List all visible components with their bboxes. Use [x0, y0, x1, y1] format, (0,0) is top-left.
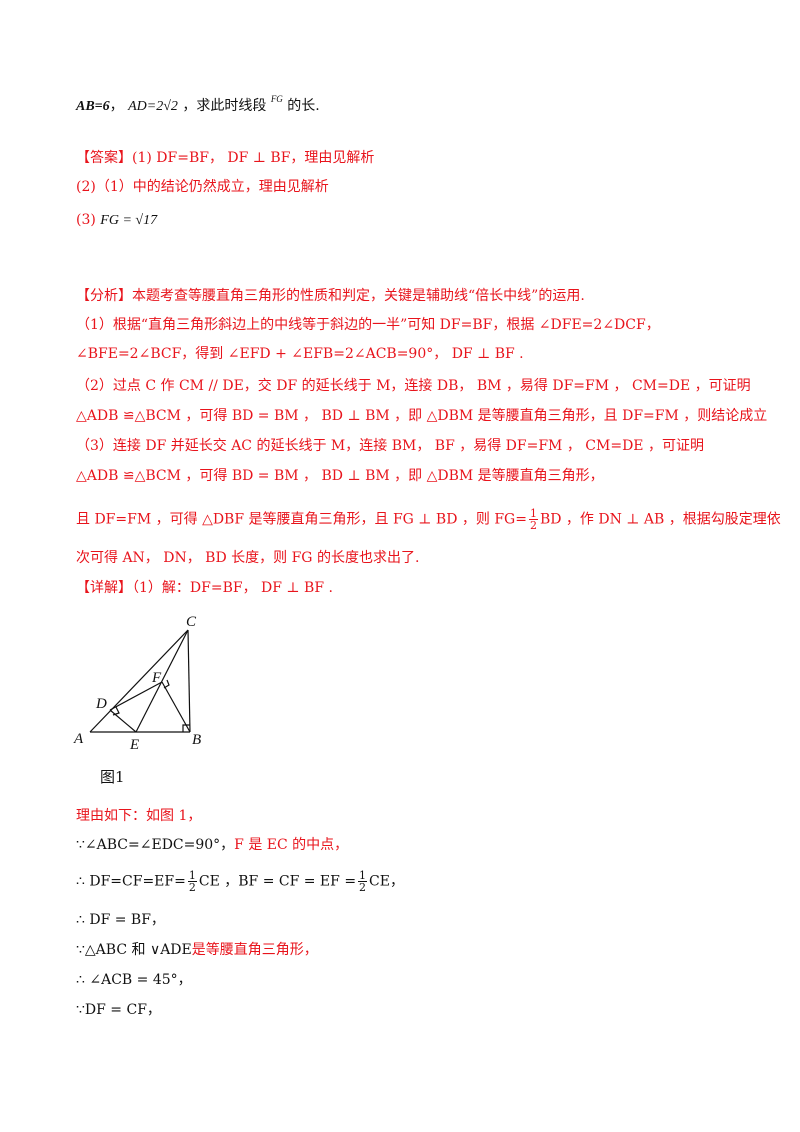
details-text: （1）解：DF=BF， DF ⊥ BF .	[132, 580, 333, 596]
analysis-line-7-end: BD ，作 DN ⊥ AB ，根据勾股定理依	[539, 511, 781, 528]
ad-value: AD=2√2	[128, 99, 178, 114]
analysis-line-6: △ADB ≌△BCM ，可得 BD = BM ， BD ⊥ BM ，即 △DBM…	[76, 468, 604, 484]
answer-tag: 【答案】	[76, 150, 132, 166]
analysis-line-4: △ADB ≌△BCM ，可得 BD = BM ， BD ⊥ BM ，即 △DBM…	[76, 408, 768, 424]
segment-df	[109, 681, 163, 711]
problem-line: AB=6， AD=2√2 ，求此时线段 FG 的长.	[76, 94, 320, 114]
reason-5: ∵△ABC 和 ∨ADE是等腰直角三角形，	[76, 940, 318, 960]
analysis-line-2: ∠BFE=2∠BCF，得到 ∠EFD + ∠EFB=2∠ACB=90°， DF …	[76, 346, 524, 362]
segment-bc	[187, 629, 191, 733]
geometry-figure: A B C D E F	[70, 610, 230, 755]
frac-num-2: 1	[187, 869, 197, 882]
label-e: E	[129, 737, 139, 753]
ab-value: AB=6	[76, 99, 110, 114]
answer-2: (2)（1）中的结论仍然成立，理由见解析	[76, 179, 329, 195]
reason-3-c: CE，	[369, 873, 404, 890]
analysis-line-7-start: 且 DF=FM ，可得 △DBF 是等腰直角三角形，且 FG ⊥ BD ，则 F…	[76, 511, 527, 528]
answer-1: 【答案】(1) DF=BF， DF ⊥ BF，理由见解析	[76, 148, 374, 168]
analysis-line-5: （3）连接 DF 并延长交 AC 的延长线于 M，连接 BM， BF ，易得 D…	[76, 438, 704, 454]
reason-intro: 理由如下：如图 1，	[76, 808, 202, 824]
analysis-tag: 【分析】	[76, 288, 132, 304]
figure-svg: A B C D E F	[73, 614, 201, 753]
analysis-line-7: 且 DF=FM ，可得 △DBF 是等腰直角三角形，且 FG ⊥ BD ，则 F…	[76, 508, 781, 531]
analysis-line-1: （1）根据“直角三角形斜边上的中线等于斜边的一半”可知 DF=BF，根据 ∠DF…	[76, 317, 660, 333]
reason-2: ∵∠ABC=∠EDC=90°，F 是 EC 的中点，	[76, 835, 348, 855]
analysis-line-3: （2）过点 C 作 CM // DE，交 DF 的延长线于 M，连接 DB， B…	[76, 378, 751, 394]
reason-5-given: ∵△ABC 和 ∨ADE	[76, 942, 192, 958]
reason-4: ∴ DF = BF，	[76, 912, 165, 928]
frac-num: 1	[528, 507, 538, 520]
problem-end: 的长.	[287, 98, 320, 114]
reason-3-b: CE ，BF = CF = EF =	[198, 873, 357, 890]
analysis-header: 【分析】本题考查等腰直角三角形的性质和判定，关键是辅助线“倍长中线”的运用.	[76, 286, 585, 306]
segment-ac	[89, 629, 189, 733]
problem-text: ，求此时线段	[182, 98, 267, 114]
reason-2-midpoint: F 是 EC 的中点，	[234, 837, 349, 853]
label-f: F	[151, 670, 162, 686]
right-angle-f	[163, 679, 170, 689]
reason-2-given: ∵∠ABC=∠EDC=90°，	[76, 837, 235, 853]
label-d: D	[95, 696, 107, 712]
answer-1-text: (1) DF=BF， DF ⊥ BF，理由见解析	[132, 150, 375, 166]
label-a: A	[73, 731, 84, 747]
segment-fb	[161, 681, 191, 733]
right-angle-d	[112, 706, 120, 716]
frac-den-3: 2	[359, 881, 367, 894]
answer-3-formula: FG = √17	[100, 213, 158, 228]
reason-7: ∵DF = CF，	[76, 1002, 161, 1018]
details-tag: 【详解】	[76, 580, 132, 596]
reason-5-conclusion: 是等腰直角三角形，	[191, 942, 318, 958]
reason-6: ∴ ∠ACB = 45°，	[76, 972, 192, 988]
reason-3-a: ∴ DF=CF=EF=	[76, 873, 186, 890]
analysis-summary: 本题考查等腰直角三角形的性质和判定，关键是辅助线“倍长中线”的运用.	[132, 288, 585, 304]
analysis-line-8: 次可得 AN， DN， BD 长度，则 FG 的长度也求出了.	[76, 550, 420, 566]
answer-3: (3) FG = √17	[76, 210, 157, 231]
frac-den: 2	[529, 519, 537, 532]
label-b: B	[192, 732, 201, 748]
segment-ec	[135, 629, 189, 733]
right-angle-b	[182, 724, 190, 732]
fg-label: FG	[270, 94, 283, 104]
details-header: 【详解】（1）解：DF=BF， DF ⊥ BF .	[76, 578, 333, 598]
figure-caption: 图1	[100, 768, 125, 786]
frac-num-3: 1	[358, 869, 368, 882]
frac-den-2: 2	[188, 881, 196, 894]
label-c: C	[186, 614, 197, 630]
answer-3-prefix: (3)	[76, 212, 96, 228]
segment-de	[109, 709, 137, 733]
